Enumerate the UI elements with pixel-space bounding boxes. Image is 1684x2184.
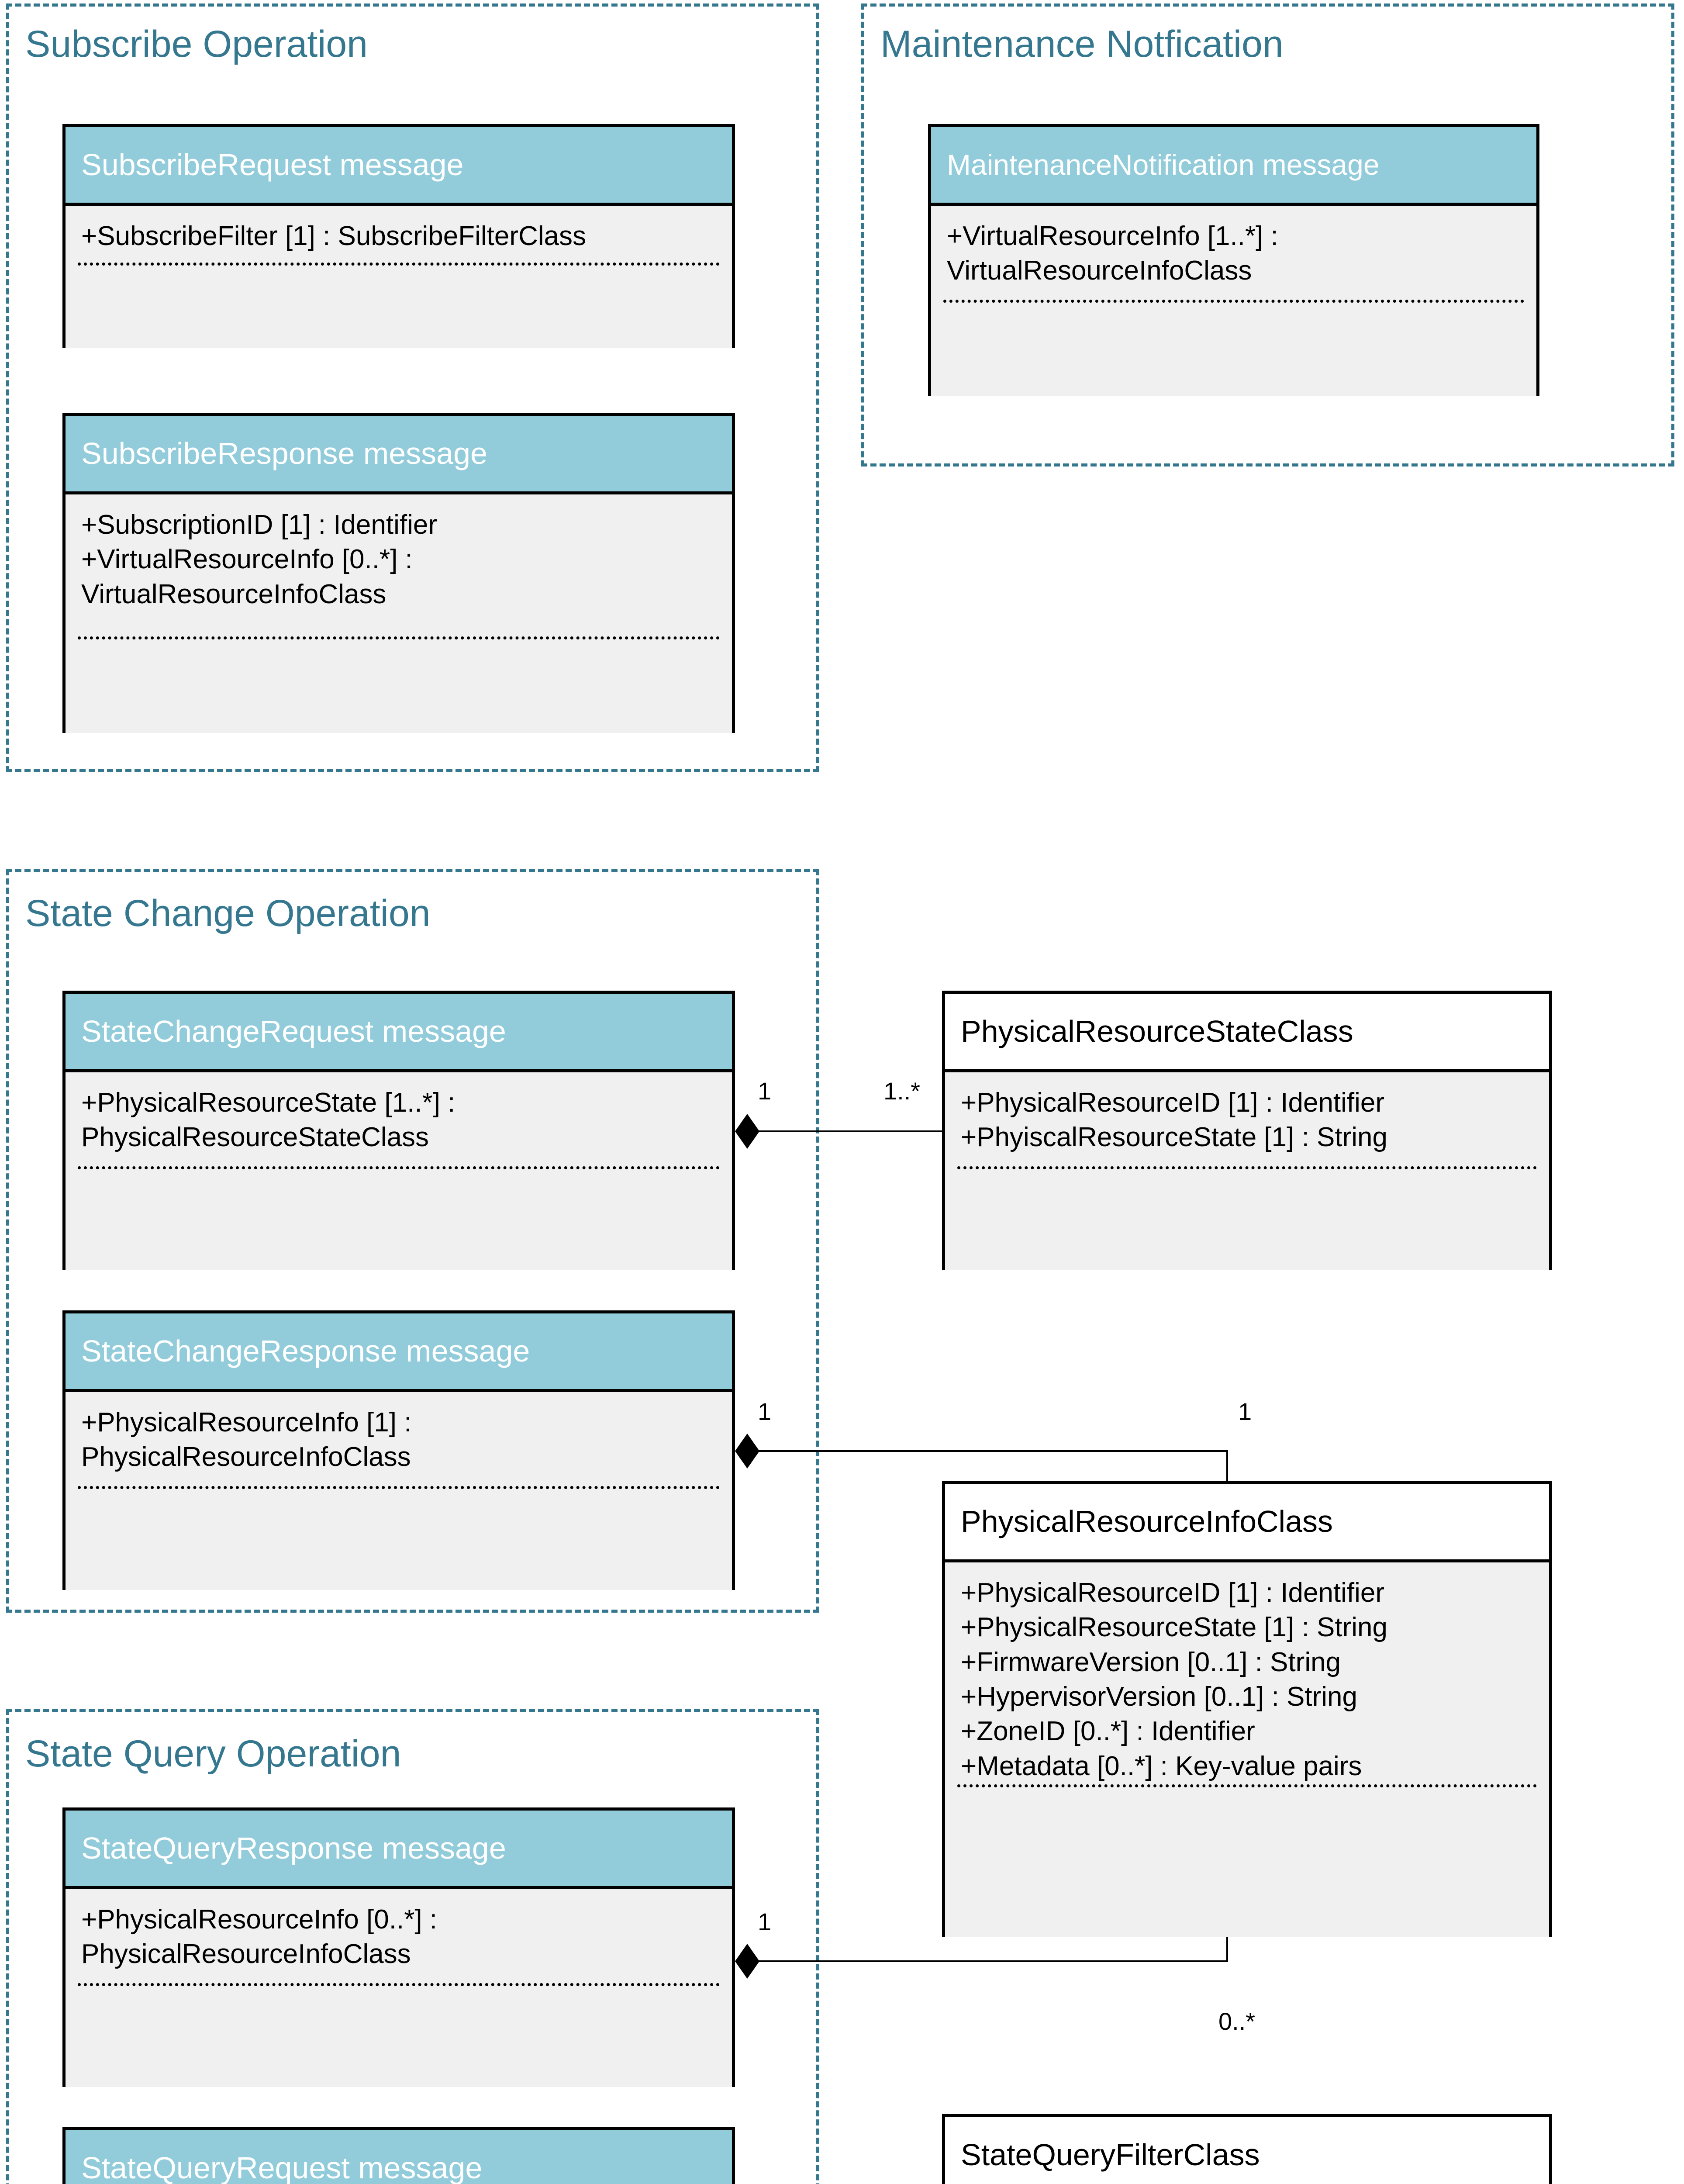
- attribute-row: +Metadata [0..*] : Key-value pairs: [961, 1751, 1362, 1781]
- class-header-state-change-response: StateChangeResponse message: [66, 1313, 732, 1392]
- class-attributes-state-change-request: +PhysicalResourceState [1..*] : Physical…: [66, 1072, 732, 1270]
- class-attributes-subscribe-request: +SubscribeFilter [1] : SubscribeFilterCl…: [66, 206, 732, 348]
- class-name-state-query-filter-class: StateQueryFilterClass: [961, 2137, 1260, 2172]
- class-attributes-subscribe-response: +SubscriptionID [1] : Identifier +Virtua…: [66, 494, 732, 733]
- class-box-maintenance-notification[interactable]: MaintenanceNotification message +Virtual…: [928, 124, 1539, 396]
- class-name-subscribe-response: SubscribeResponse message: [81, 436, 487, 470]
- package-title-subscribe-operation: Subscribe Operation: [25, 23, 368, 65]
- attribute-row: +HypervisorVersion [0..1] : String: [961, 1682, 1358, 1712]
- package-state-query-operation: [6, 1709, 819, 2184]
- attribute-row: +PhysicalResourceState [1] : String: [961, 1612, 1387, 1643]
- association-line-state-change-request: [748, 1130, 943, 1132]
- attribute-row: +VirtualResourceInfo [1..*] : VirtualRes…: [947, 221, 1278, 286]
- package-title-maintenance-notification: Maintenance Notfication: [880, 23, 1284, 65]
- attribute-operation-separator: [78, 1166, 720, 1169]
- attribute-row: +PhysicalResourceID [1] : Identifier: [961, 1088, 1385, 1118]
- composition-diamond-state-query-response: [735, 1944, 759, 1979]
- multiplicity-source-state-query-response: 1: [758, 1908, 772, 1935]
- association-line-state-change-response: [748, 1450, 1228, 1452]
- attribute-row: +SubscribeFilter [1] : SubscribeFilterCl…: [81, 221, 587, 251]
- package-title-state-query-operation: State Query Operation: [25, 1733, 401, 1775]
- attribute-row: +SubscriptionID [1] : Identifier: [81, 510, 438, 540]
- package-subscribe-operation: [6, 3, 819, 772]
- class-box-physical-resource-info-class[interactable]: PhysicalResourceInfoClass +PhysicalResou…: [942, 1481, 1552, 1937]
- attribute-operation-separator: [957, 1166, 1537, 1169]
- composition-diamond-state-change-response: [735, 1434, 759, 1469]
- multiplicity-target-state-query-response: 0..*: [1218, 2008, 1256, 2035]
- class-box-state-change-response[interactable]: StateChangeResponse message +PhysicalRes…: [62, 1310, 735, 1590]
- composition-diamond-state-change-request: [735, 1114, 759, 1149]
- class-header-physical-resource-info-class: PhysicalResourceInfoClass: [945, 1484, 1549, 1562]
- association-line-state-query-response: [748, 1960, 1228, 1962]
- class-name-state-change-request: StateChangeRequest message: [81, 1014, 506, 1048]
- package-title-state-change-operation: State Change Operation: [25, 892, 431, 934]
- class-header-maintenance-notification: MaintenanceNotification message: [931, 127, 1536, 206]
- attribute-row: +PhysicalResourceInfo [0..*] : PhysicalR…: [81, 1904, 438, 1970]
- class-box-state-query-request[interactable]: StateQueryRequest message StateQueryFilt…: [62, 2127, 735, 2184]
- class-name-maintenance-notification: MaintenanceNotification message: [947, 148, 1380, 181]
- class-attributes-state-query-response: +PhysicalResourceInfo [0..*] : PhysicalR…: [66, 1889, 732, 2087]
- attribute-row: +VirtualResourceInfo [0..*] : VirtualRes…: [81, 544, 413, 609]
- class-box-subscribe-request[interactable]: SubscribeRequest message +SubscribeFilte…: [62, 124, 735, 348]
- class-attributes-state-change-response: +PhysicalResourceInfo [1] : PhysicalReso…: [66, 1392, 732, 1590]
- multiplicity-target-state-change-request: 1..*: [883, 1077, 921, 1105]
- multiplicity-source-state-change-request: 1: [758, 1077, 772, 1105]
- class-attributes-physical-resource-info-class: +PhysicalResourceID [1] : Identifier +Ph…: [945, 1562, 1549, 1937]
- attribute-row: +PhyiscalResourceState [1] : String: [961, 1122, 1387, 1153]
- class-attributes-maintenance-notification: +VirtualResourceInfo [1..*] : VirtualRes…: [931, 206, 1536, 396]
- class-name-physical-resource-info-class: PhysicalResourceInfoClass: [961, 1504, 1333, 1538]
- class-header-subscribe-response: SubscribeResponse message: [66, 416, 732, 494]
- class-name-physical-resource-state-class: PhysicalResourceStateClass: [961, 1014, 1353, 1048]
- class-header-physical-resource-state-class: PhysicalResourceStateClass: [945, 994, 1549, 1072]
- attribute-row: +ZoneID [0..*] : Identifier: [961, 1716, 1255, 1747]
- class-header-subscribe-request: SubscribeRequest message: [66, 127, 732, 206]
- association-line-state-change-response-drop: [1226, 1450, 1228, 1482]
- attribute-operation-separator: [943, 300, 1524, 303]
- class-box-state-query-response[interactable]: StateQueryResponse message +PhysicalReso…: [62, 1807, 735, 2087]
- class-header-state-query-filter-class: StateQueryFilterClass: [945, 2117, 1549, 2184]
- class-box-physical-resource-state-class[interactable]: PhysicalResourceStateClass +PhysicalReso…: [942, 991, 1552, 1270]
- attribute-operation-separator: [957, 1784, 1537, 1787]
- class-name-state-query-request: StateQueryRequest message: [81, 2150, 483, 2184]
- association-line-state-query-response-rise: [1226, 1937, 1228, 1961]
- attribute-row: +FirmwareVersion [0..1] : String: [961, 1647, 1341, 1677]
- attribute-row: +PhysicalResourceState [1..*] : Physical…: [81, 1088, 456, 1153]
- class-header-state-query-response: StateQueryResponse message: [66, 1811, 732, 1889]
- class-header-state-query-request: StateQueryRequest message: [66, 2130, 732, 2184]
- attribute-operation-separator: [78, 636, 720, 639]
- attribute-operation-separator: [78, 263, 720, 266]
- class-box-state-query-filter-class[interactable]: StateQueryFilterClass +PhysicalResourceI…: [942, 2114, 1552, 2184]
- class-name-state-change-response: StateChangeResponse message: [81, 1334, 530, 1368]
- multiplicity-target-state-change-response: 1: [1238, 1398, 1252, 1425]
- package-state-change-operation: [6, 869, 819, 1613]
- class-name-subscribe-request: SubscribeRequest message: [81, 147, 464, 182]
- attribute-row: +PhysicalResourceInfo [1] : PhysicalReso…: [81, 1407, 412, 1472]
- attribute-operation-separator: [78, 1486, 720, 1489]
- multiplicity-source-state-change-response: 1: [758, 1398, 772, 1425]
- class-attributes-physical-resource-state-class: +PhysicalResourceID [1] : Identifier +Ph…: [945, 1072, 1549, 1270]
- attribute-operation-separator: [78, 1983, 720, 1986]
- class-name-state-query-response: StateQueryResponse message: [81, 1831, 506, 1865]
- class-header-state-change-request: StateChangeRequest message: [66, 994, 732, 1072]
- class-box-subscribe-response[interactable]: SubscribeResponse message +SubscriptionI…: [62, 413, 735, 733]
- attribute-row: +PhysicalResourceID [1] : Identifier: [961, 1578, 1385, 1608]
- package-maintenance-notification: [861, 3, 1674, 467]
- class-box-state-change-request[interactable]: StateChangeRequest message +PhysicalReso…: [62, 991, 735, 1270]
